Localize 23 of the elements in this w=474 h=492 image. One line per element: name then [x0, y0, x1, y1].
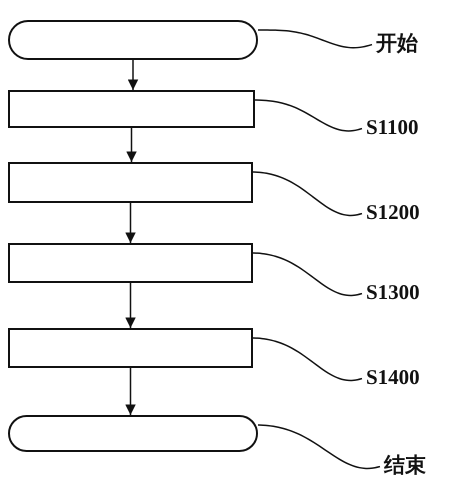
leader-line — [252, 171, 362, 216]
arrow — [125, 203, 136, 243]
leader-line — [258, 424, 380, 470]
step-label: S1100 — [366, 117, 419, 138]
step-label: S1400 — [366, 367, 420, 388]
arrow — [126, 128, 137, 162]
terminal-shape — [8, 415, 258, 452]
step-label: S1200 — [366, 202, 420, 223]
arrow — [125, 283, 136, 328]
process-box — [8, 90, 255, 128]
arrow — [125, 368, 136, 415]
process-box — [8, 162, 253, 203]
step-label: 结束 — [384, 455, 426, 476]
step-label: 开始 — [376, 33, 418, 54]
leader-line — [252, 337, 362, 382]
process-box — [8, 328, 253, 368]
arrow — [128, 60, 138, 90]
leader-line — [258, 29, 372, 48]
process-box — [8, 243, 253, 283]
step-label: S1300 — [366, 282, 420, 303]
leader-line — [254, 99, 362, 132]
terminal-shape — [8, 20, 258, 60]
leader-line — [252, 252, 362, 296]
